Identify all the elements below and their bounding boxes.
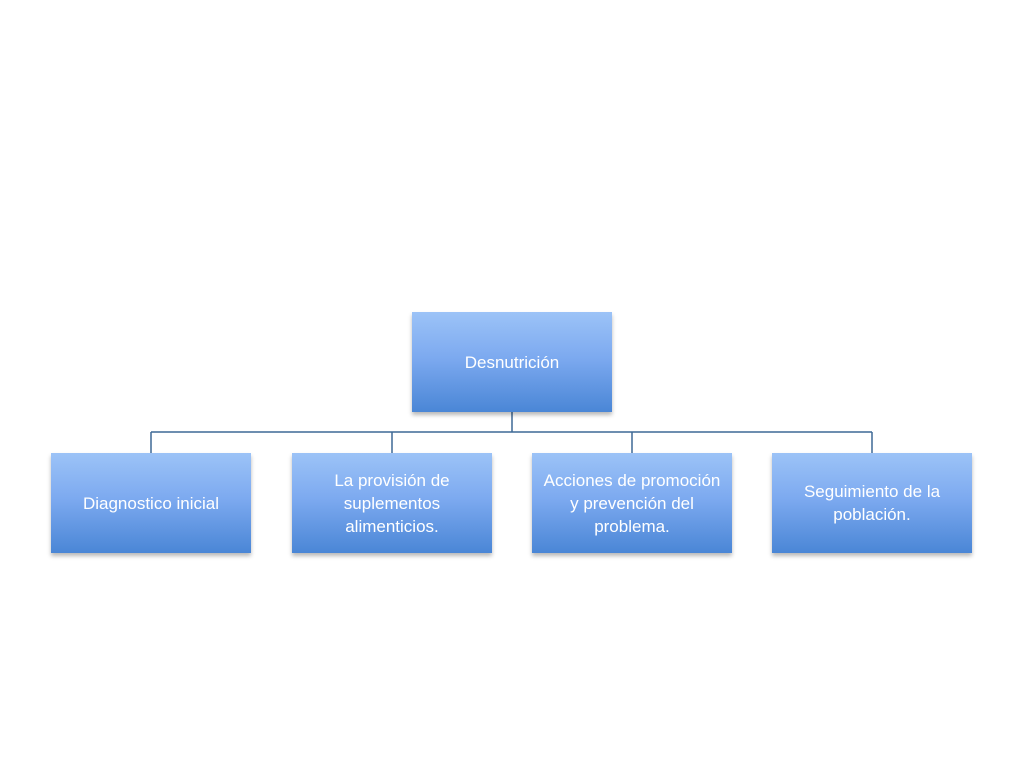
child-node-diagnostico[interactable]: Diagnostico inicial (51, 453, 251, 553)
child-node-label: La provisión de suplementos alimenticios… (334, 470, 450, 536)
child-node-label: Diagnostico inicial (82, 493, 220, 513)
child-node-seguimiento[interactable]: Seguimiento de la población. (772, 453, 972, 553)
child-node-provision[interactable]: La provisión de suplementos alimenticios… (292, 453, 492, 553)
child-node-label: Acciones de promoción y prevención del p… (543, 470, 721, 536)
child-node-acciones[interactable]: Acciones de promoción y prevención del p… (532, 453, 732, 553)
root-node-label: Desnutrición (464, 352, 560, 372)
child-node-label: Seguimiento de la población. (803, 482, 941, 524)
root-node[interactable]: Desnutrición (412, 312, 612, 412)
